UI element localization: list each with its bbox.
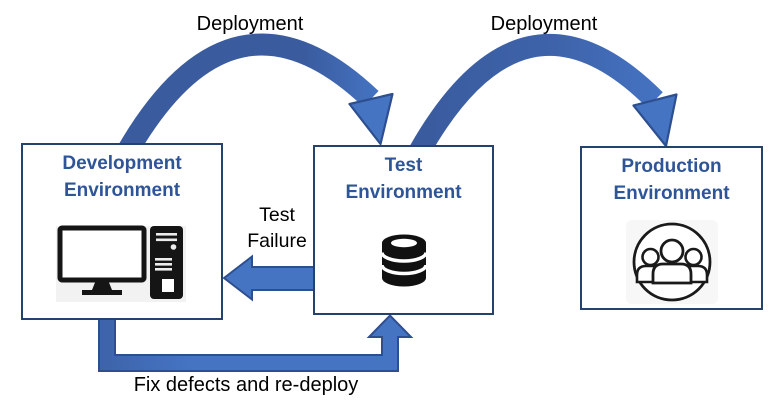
test-environment-title: Test Environment: [345, 152, 461, 206]
production-environment-box: Production Environment: [580, 146, 763, 310]
deployment-label-test-to-prod: Deployment: [490, 13, 598, 35]
deployment-arrow-1-head: [348, 92, 394, 146]
title-line: Production: [621, 156, 722, 177]
deployment-arrow-2-body: [409, 33, 663, 158]
development-environment-title: Development Environment: [62, 150, 181, 204]
title-line: Environment: [345, 182, 462, 203]
fix-redeploy-arrow: [98, 314, 414, 372]
deployment-arrow-test-to-prod: [409, 33, 678, 158]
development-environment-box: Development Environment: [21, 143, 223, 320]
deployment-arrow-1-body: [117, 33, 379, 158]
desktop-computer-icon: [56, 225, 186, 302]
test-environment-box: Test Environment: [313, 145, 494, 315]
database-icon: [380, 234, 427, 287]
title-line: Development: [62, 153, 182, 174]
deployment-label-dev-to-test: Deployment: [196, 13, 304, 35]
title-line: Environment: [63, 180, 181, 201]
test-failure-arrow: [222, 254, 317, 302]
title-line: Environment: [613, 183, 730, 204]
users-group-icon: [625, 220, 718, 304]
production-environment-title: Production Environment: [613, 153, 729, 207]
test-failure-label: Test Failure: [231, 202, 323, 254]
deployment-arrow-dev-to-test: [117, 33, 394, 158]
fix-redeploy-label: Fix defects and re-deploy: [133, 374, 359, 396]
test-failure-label-line: Failure: [247, 230, 307, 252]
title-line: Test: [384, 155, 423, 176]
test-failure-label-line: Test: [259, 204, 295, 226]
deployment-arrow-2-head: [632, 93, 678, 148]
